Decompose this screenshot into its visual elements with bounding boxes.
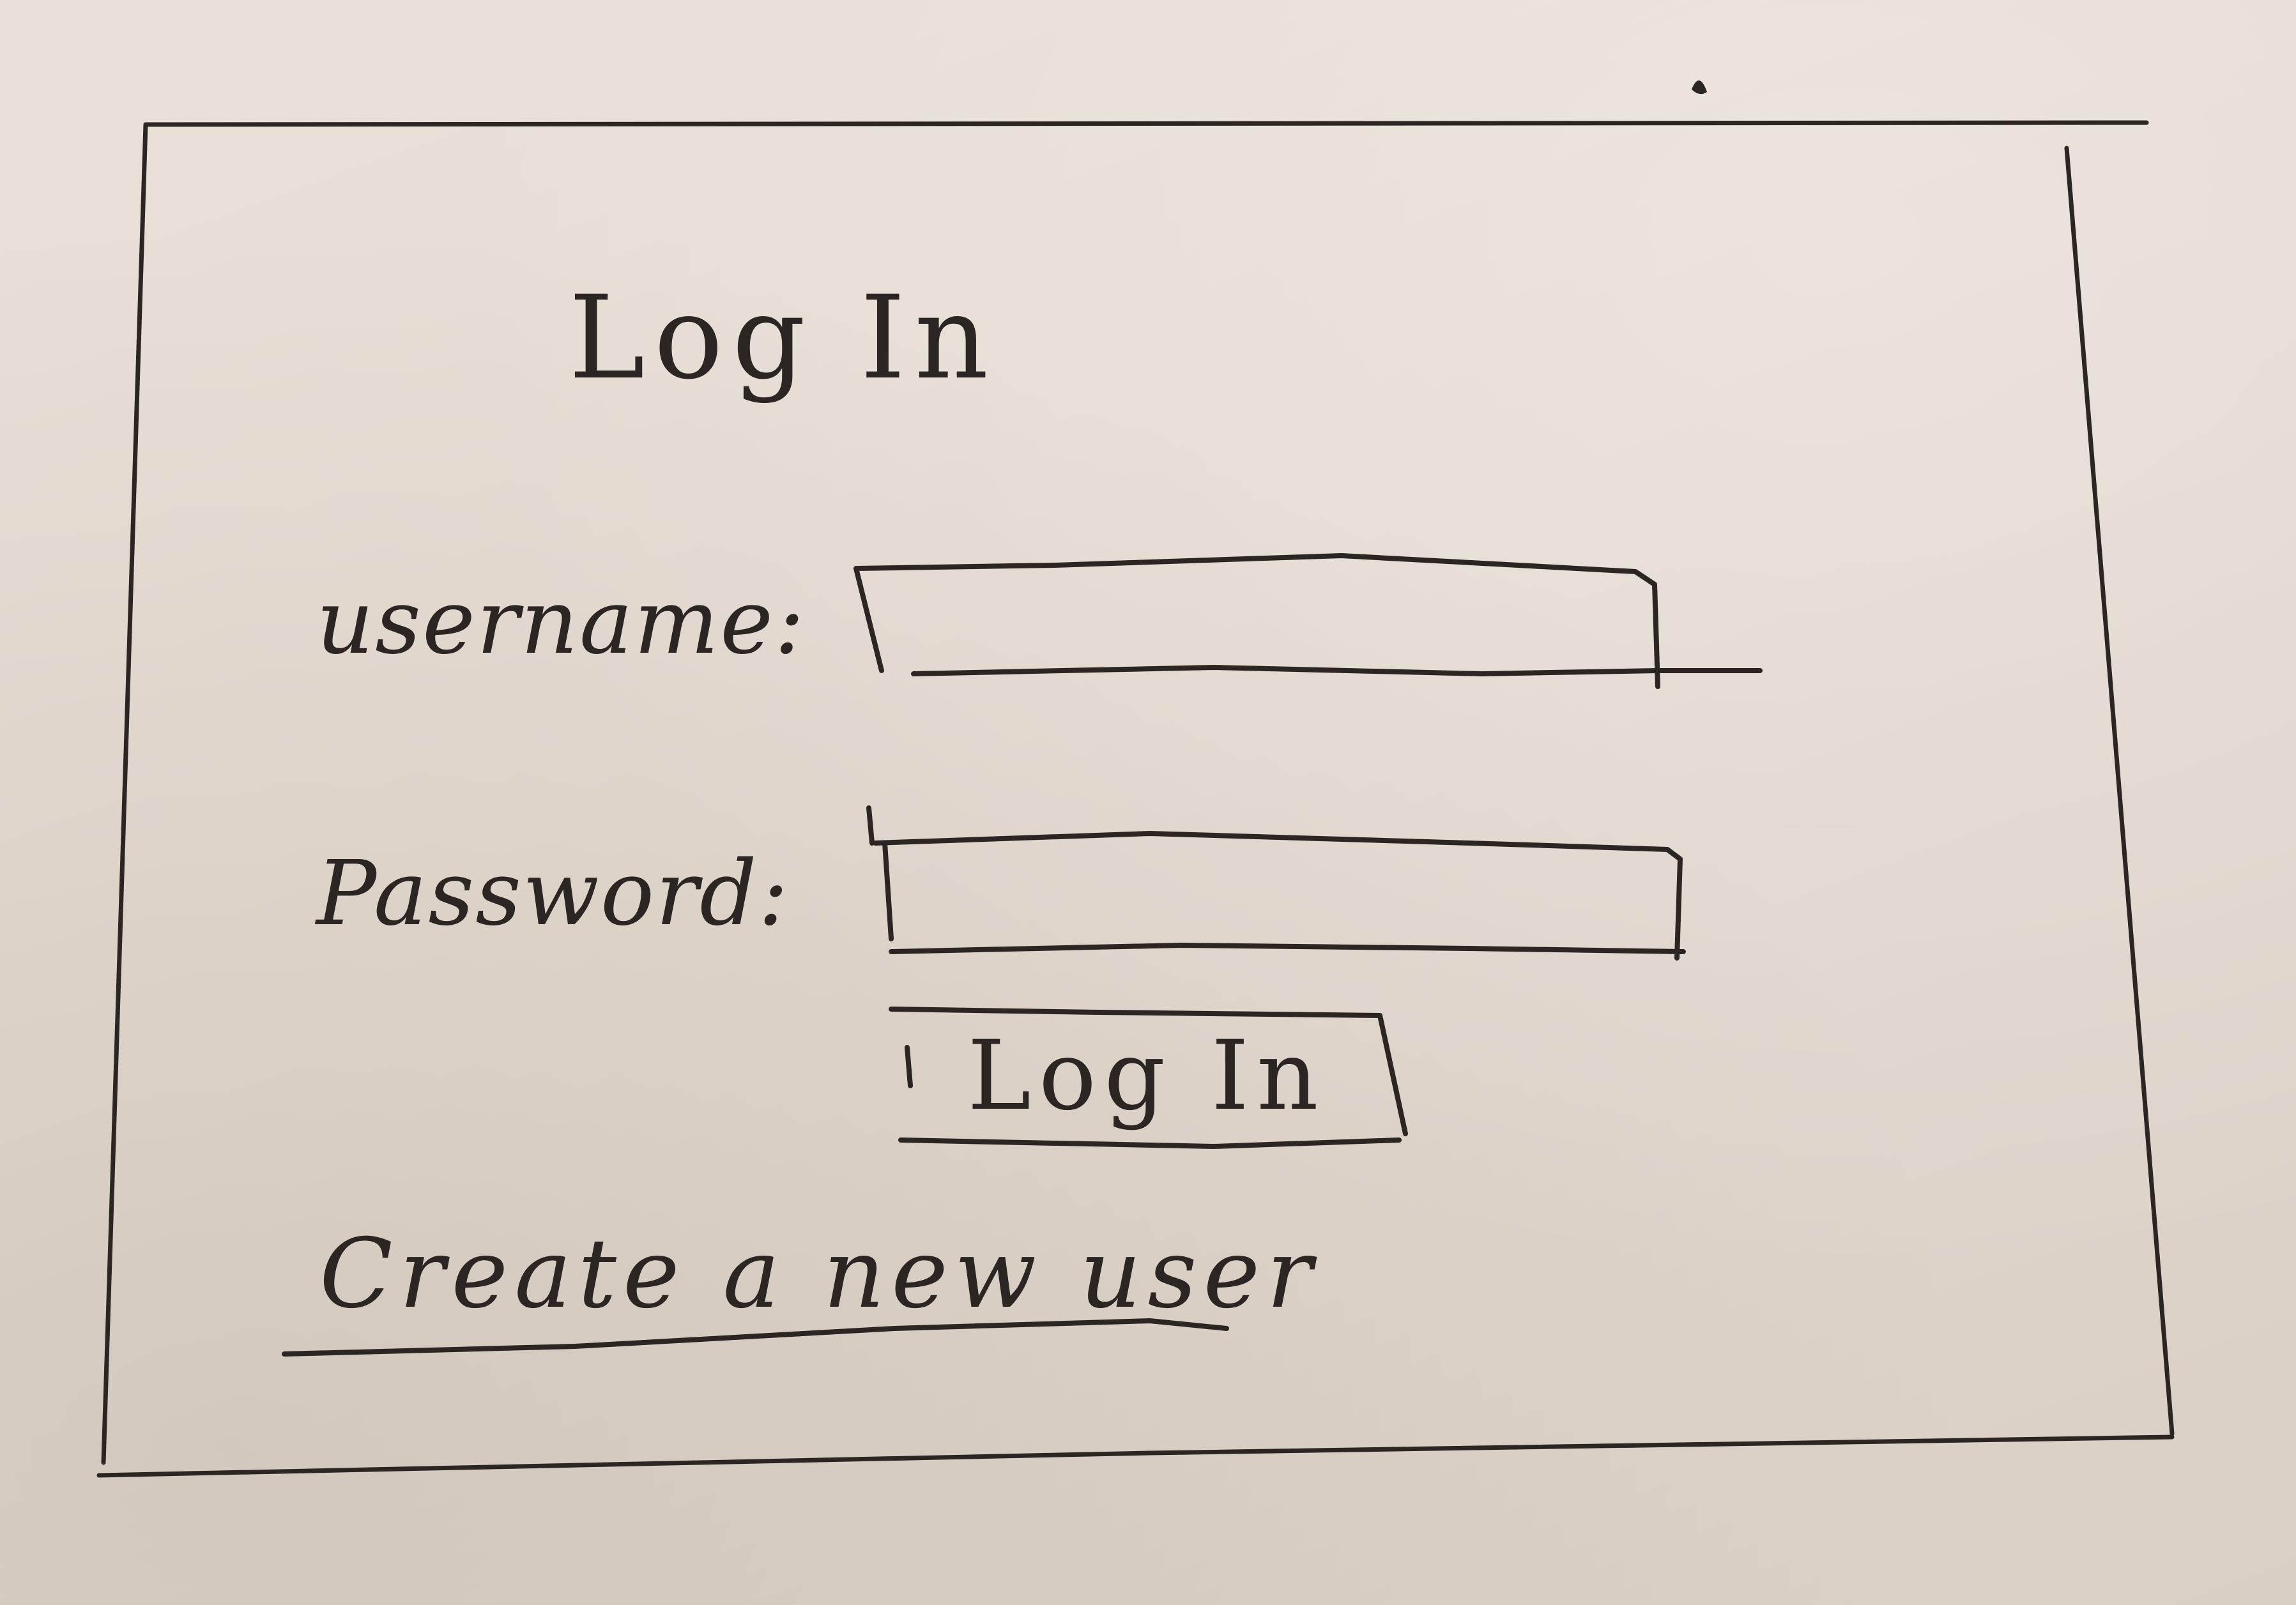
login-button-outline: [889, 1007, 1408, 1149]
login-button[interactable]: Log In: [894, 1015, 1399, 1137]
create-user-underline: [282, 1318, 1229, 1357]
password-field-outline: [866, 805, 1686, 961]
window-frame-right: [2064, 146, 2175, 1436]
ink-smudge: [1692, 80, 1707, 95]
window-frame-left: [101, 122, 148, 1465]
password-label: Password:: [316, 842, 790, 946]
window-frame-bottom: [96, 1434, 2175, 1478]
window-frame-top: [143, 120, 2149, 127]
password-input[interactable]: [894, 849, 1674, 952]
username-label: username:: [316, 570, 806, 674]
username-input[interactable]: [882, 578, 1648, 674]
page-title: Log In: [569, 271, 998, 405]
create-user-link[interactable]: Create a new user: [319, 1219, 1319, 1330]
